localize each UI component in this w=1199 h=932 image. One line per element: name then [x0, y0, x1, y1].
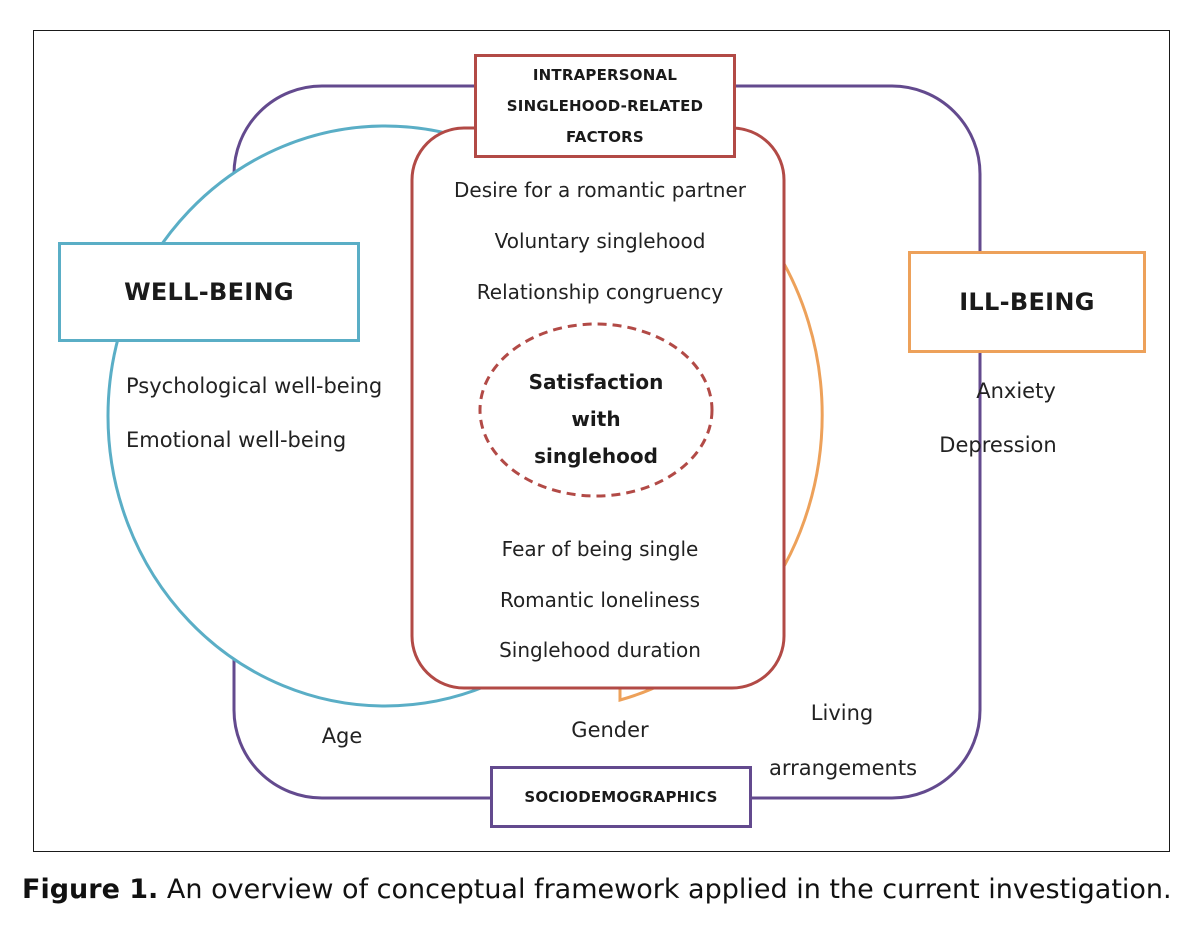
wellbeing-item-psychological: Psychological well-being [126, 374, 383, 398]
intrapersonal-item-voluntary: Voluntary singlehood [494, 229, 706, 253]
intrapersonal-item-loneliness: Romantic loneliness [499, 588, 701, 612]
sociodemographics-title-box: SOCIODEMOGRAPHICS [490, 766, 752, 828]
wellbeing-title-box: WELL-BEING [58, 242, 360, 342]
intrapersonal-item-congruency: Relationship congruency [476, 280, 724, 304]
intrapersonal-item-fear: Fear of being single [501, 537, 699, 561]
caption-text: An overview of conceptual framework appl… [166, 874, 1172, 905]
intrapersonal-title-box: INTRAPERSONAL SINGLEHOOD-RELATED FACTORS [474, 54, 736, 158]
intrapersonal-title-line: SINGLEHOOD-RELATED [506, 96, 704, 115]
intrapersonal-title-line: FACTORS [566, 127, 644, 146]
wellbeing-item-emotional: Emotional well-being [126, 428, 347, 452]
illbeing-title-box: ILL-BEING [908, 251, 1146, 353]
caption-label: Figure 1. [22, 874, 159, 905]
sociodemographics-item-living-line2: arrangements [768, 756, 918, 780]
illbeing-item-anxiety: Anxiety [976, 379, 1056, 403]
sociodemographics-item-age: Age [321, 724, 363, 748]
satisfaction-label-line: with [571, 407, 621, 431]
figure-caption: Figure 1. An overview of conceptual fram… [22, 874, 1172, 905]
sociodemographics-title: SOCIODEMOGRAPHICS [524, 787, 718, 806]
sociodemographics-item-gender: Gender [571, 718, 649, 742]
figure-frame [33, 30, 1170, 852]
satisfaction-label-line: Satisfaction [528, 370, 664, 394]
wellbeing-title: WELL-BEING [124, 278, 294, 306]
satisfaction-ellipse [478, 322, 714, 498]
satisfaction-label: Satisfaction with singlehood [496, 364, 696, 475]
illbeing-item-depression: Depression [939, 433, 1057, 457]
intrapersonal-item-desire: Desire for a romantic partner [453, 178, 747, 202]
satisfaction-label-line: singlehood [534, 444, 658, 468]
illbeing-title: ILL-BEING [959, 288, 1095, 316]
intrapersonal-item-duration: Singlehood duration [499, 638, 701, 662]
intrapersonal-title-line: INTRAPERSONAL [532, 65, 678, 84]
sociodemographics-item-living-line1: Living [810, 701, 874, 725]
